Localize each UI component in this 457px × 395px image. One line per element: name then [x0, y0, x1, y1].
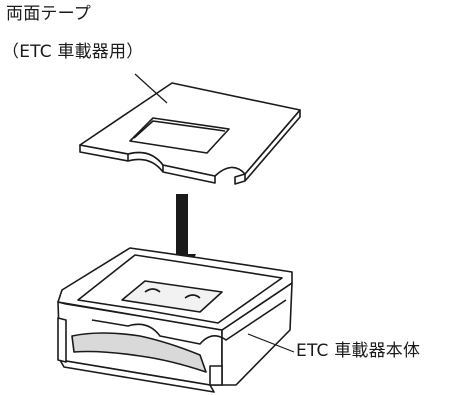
tape-window — [129, 117, 230, 154]
unit-base-lip — [59, 359, 215, 393]
unit-front-slot — [71, 332, 207, 373]
tape-leader-line — [134, 73, 168, 104]
unit-corner-left — [57, 317, 67, 363]
etc-unit-body — [57, 247, 293, 393]
tape-title-label: 両面テープ — [6, 4, 91, 24]
unit-card-mark-left — [144, 288, 161, 293]
double-sided-tape — [79, 82, 301, 185]
unit-card-mark-right — [184, 294, 201, 299]
tape-subtitle-label: （ETC 車載器用） — [2, 42, 144, 62]
unit-label: ETC 車載器本体 — [296, 341, 421, 361]
tape-window-inner-edge — [133, 120, 226, 139]
unit-card-window — [121, 280, 223, 313]
unit-corner-right — [209, 365, 223, 386]
tape-thickness-edge — [79, 109, 301, 185]
applied-tape-outline — [91, 299, 287, 345]
unit-leader-line — [247, 333, 295, 353]
